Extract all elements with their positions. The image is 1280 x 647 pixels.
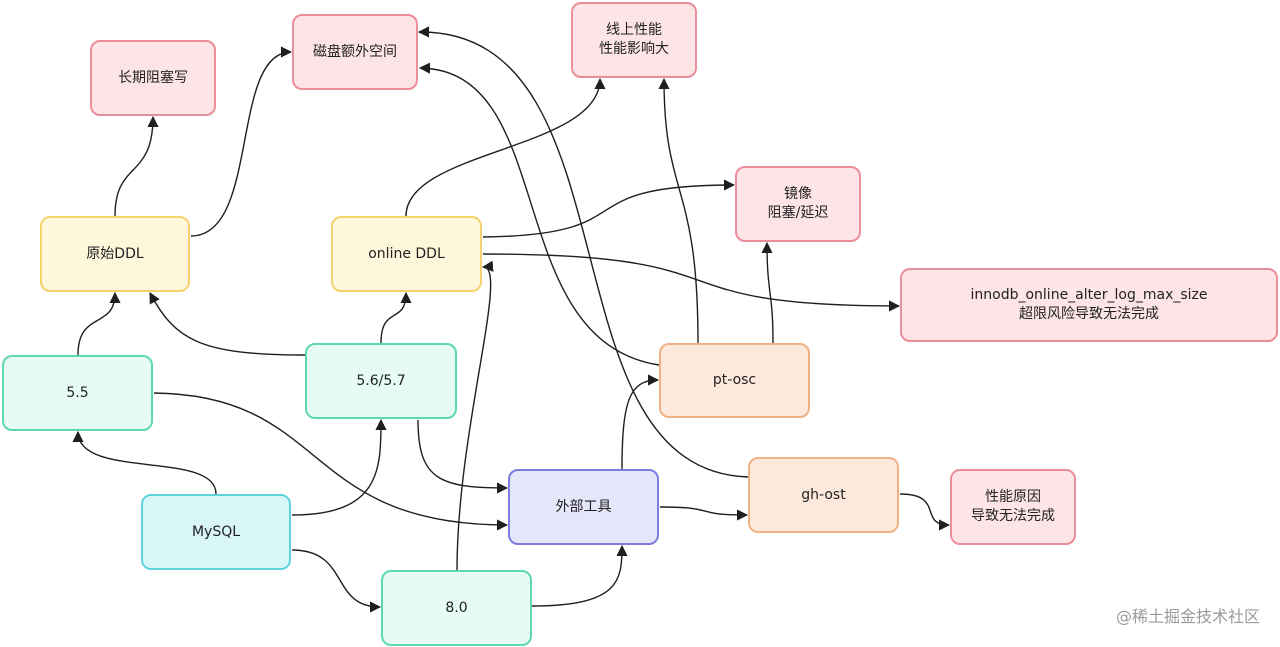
node-online-perf-impact: 线上性能 性能影响大 (571, 2, 697, 78)
node-line: online DDL (368, 245, 445, 262)
edge-online-to-innodb (482, 253, 901, 312)
edge-v55-to-original (77, 291, 121, 356)
node-mirror-block: 镜像 阻塞/延迟 (735, 166, 861, 242)
node-line: gh-ost (801, 486, 846, 503)
node-line: 镜像 (784, 186, 812, 202)
node-line: 长期阻塞写 (118, 69, 188, 86)
node-line: pt-osc (712, 372, 757, 388)
edge-online-to-mirror (482, 179, 736, 238)
node-v80: 8.0 (381, 570, 532, 646)
node-line: 外部工具 (555, 498, 612, 515)
watermark: @稀土掘金技术社区 (1115, 607, 1260, 626)
edge-original-to-longblock (114, 115, 159, 217)
node-line: 磁盘额外空间 (313, 43, 397, 60)
node-line: 8.0 (445, 599, 468, 616)
node-line: 5.5 (66, 384, 89, 401)
edge-online-to-perf (405, 77, 606, 217)
node-line: 导致无法完成 (971, 508, 1055, 524)
node-external-tools: 外部工具 (508, 469, 659, 545)
node-line: MySQL (191, 523, 241, 540)
node-line: 原始DDL (86, 245, 144, 262)
edge-v5657-to-external (417, 419, 509, 494)
node-online-ddl: online DDL (331, 216, 482, 292)
edge-v5657-to-original (149, 292, 306, 356)
edge-external-to-ghost (659, 506, 749, 521)
node-perf-cause: 性能原因 导致无法完成 (950, 469, 1076, 545)
node-line: 超限风险导致无法完成 (1019, 306, 1159, 322)
edge-v80-to-online (456, 260, 494, 571)
edge-ghost-to-perfcause (899, 493, 951, 531)
node-line: 线上性能 (606, 22, 662, 38)
node-v55: 5.5 (2, 355, 153, 431)
edge-ptosc-to-perf (658, 77, 699, 344)
edge-mysql-to-v80 (291, 549, 382, 613)
node-line: 5.6/5.7 (356, 372, 406, 389)
node-pt-osc: pt-osc (659, 343, 810, 418)
node-original-ddl: 原始DDL (40, 216, 190, 292)
node-line: 性能影响大 (599, 41, 669, 57)
node-long-block-write: 长期阻塞写 (90, 40, 216, 116)
edge-mysql-to-v5657 (291, 418, 387, 516)
node-extra-disk-space: 磁盘额外空间 (292, 14, 418, 90)
node-gh-ost: gh-ost (748, 457, 899, 533)
edge-ptosc-to-mirror (761, 241, 774, 344)
node-line: innodb_online_alter_log_max_size (970, 287, 1208, 303)
node-innodb-log-limit: innodb_online_alter_log_max_size 超限风险导致无… (900, 268, 1278, 342)
node-line: 阻塞/延迟 (767, 205, 829, 221)
edge-v80-to-external (531, 544, 628, 607)
edge-external-to-ptosc (621, 374, 660, 470)
edge-mysql-to-v55 (72, 430, 217, 495)
node-mysql: MySQL (141, 494, 291, 570)
node-line: 性能原因 (985, 489, 1041, 505)
edge-v5657-to-online (380, 291, 412, 344)
node-v56-57: 5.6/5.7 (305, 343, 457, 419)
